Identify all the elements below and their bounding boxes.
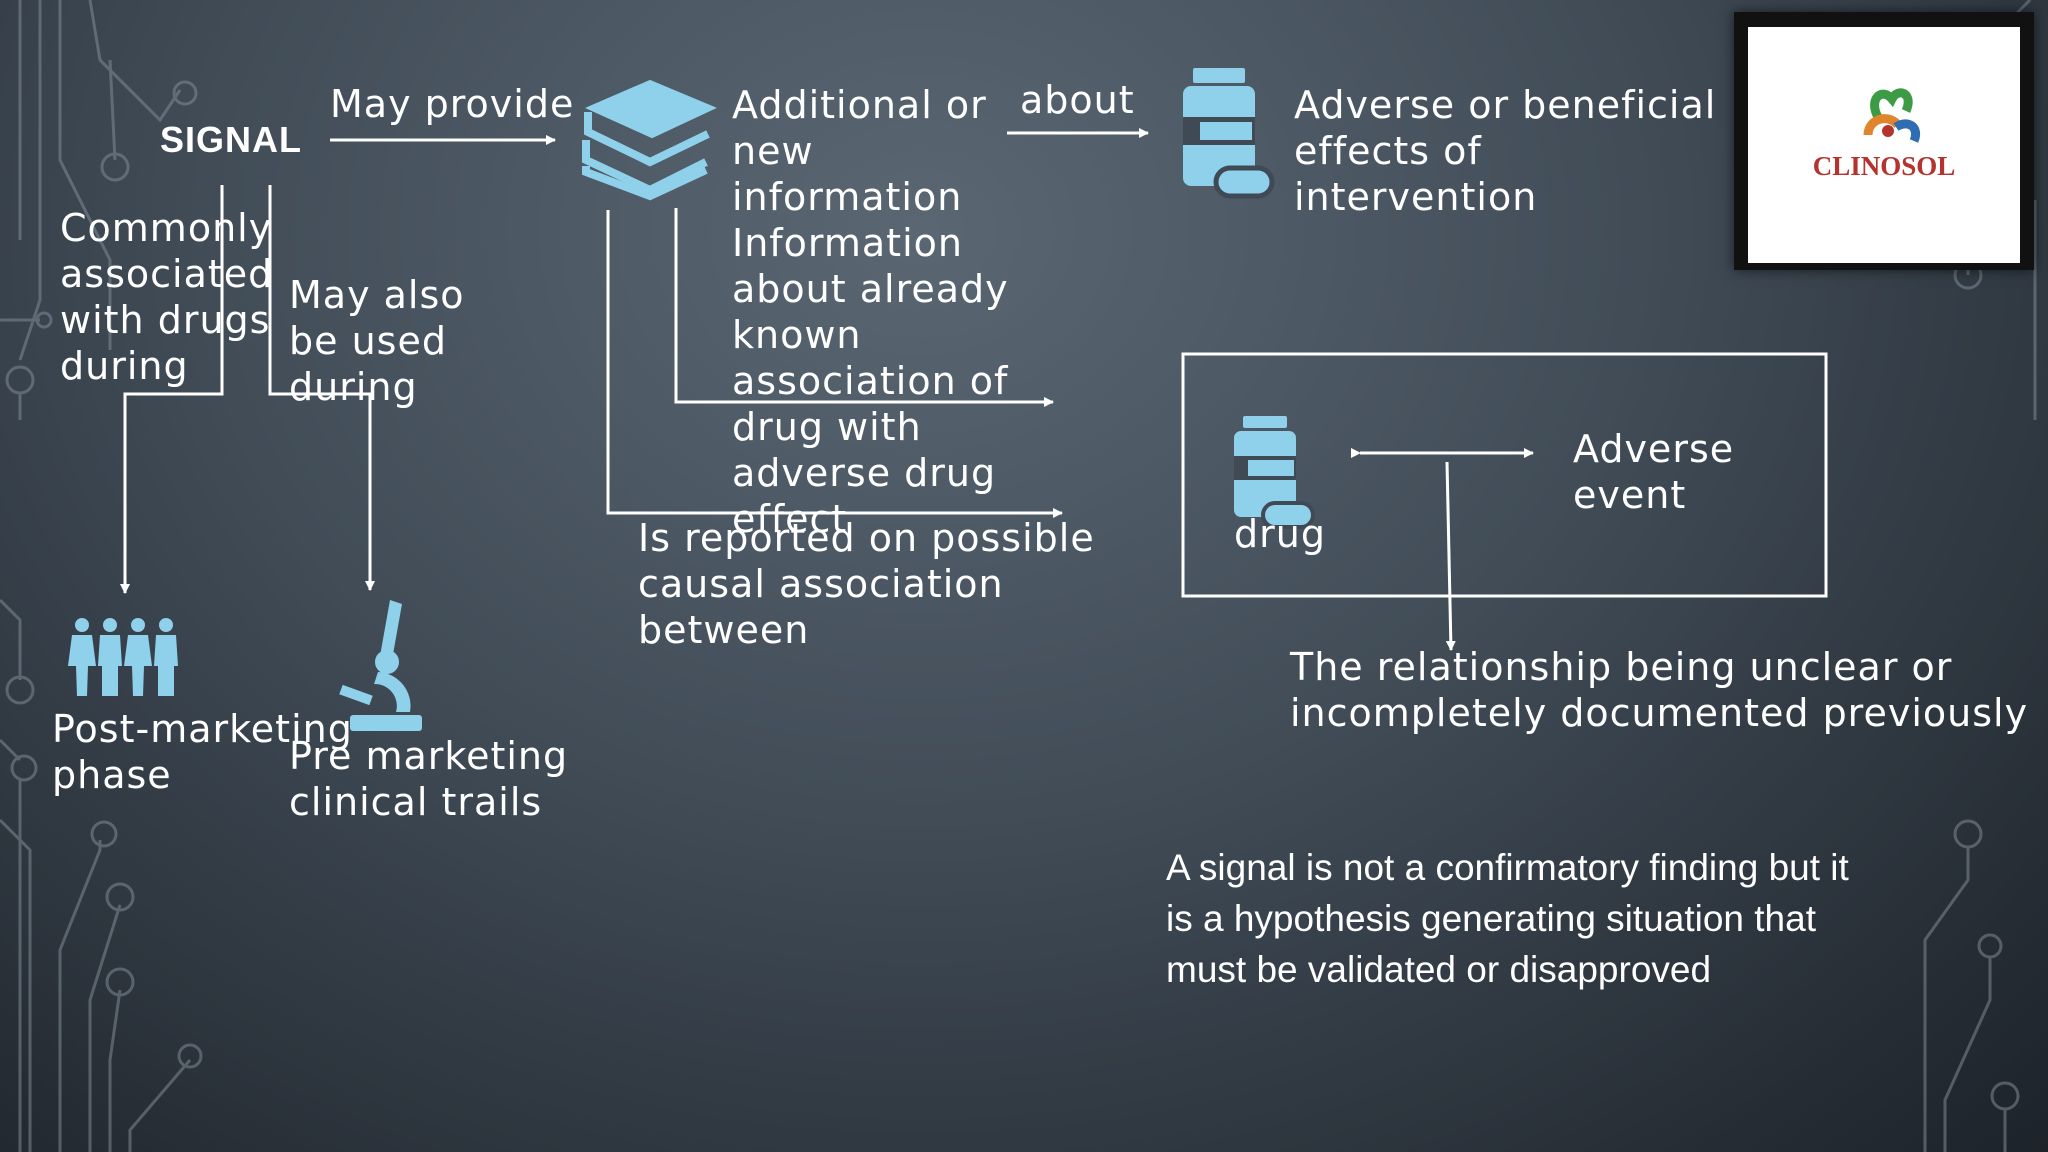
microscope-icon [339,600,422,731]
books-icon [582,79,717,201]
logo-frame: CLINOSOL [1734,12,2034,270]
may-also-text: May also be used during [289,273,465,409]
is-reported-text: Is reported on possible causal associati… [638,516,1095,652]
arrow-to-known-association [674,208,1054,407]
about-label: about [1020,78,1135,122]
arrow-to-relationship [1445,461,1456,651]
medicine-bottle-icon [1183,68,1275,199]
commonly-associated-text: Commonly associated with drugs during [60,206,274,388]
drug-bottle-icon [1234,416,1315,529]
additional-info-text: Additional or new information Informatio… [732,83,1009,541]
relationship-text: The relationship being unclear or incomp… [1290,645,2029,735]
arrow-to-pre-marketing [268,185,375,591]
post-marketing-label: Post-marketing phase [52,707,353,797]
drug-event-box [1181,352,1828,598]
clinosol-logo-icon [1863,88,1920,143]
hypothesis-text: A signal is not a confirmatory finding b… [1166,847,1849,990]
signal-label: SIGNAL [160,119,303,160]
adverse-beneficial-text: Adverse or beneficial effects of interve… [1294,83,1717,219]
logo-panel: CLINOSOL [1748,27,2020,263]
arrow-to-post-marketing [120,185,224,594]
logo-text: CLINOSOL [1812,151,1956,181]
pre-marketing-label: Pre marketing clinical trails [289,734,569,824]
adverse-event-label: Adverse event [1573,427,1735,517]
people-icon [68,618,178,696]
may-provide-label: May provide [330,82,575,126]
drug-label: drug [1234,512,1326,556]
arrow-to-causal-association [606,210,1063,518]
